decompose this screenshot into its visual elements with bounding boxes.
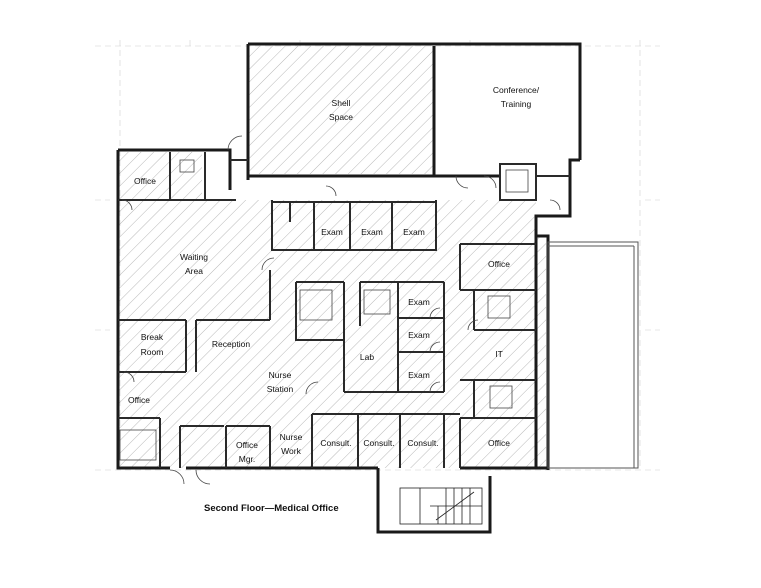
- room-nurse-work-line1: Nurse: [280, 432, 303, 442]
- room-consult-3: Consult.: [407, 438, 438, 448]
- room-office-mgr-line1: Office: [236, 440, 258, 450]
- fixtures: [119, 159, 529, 461]
- room-office-mgr-line2: Mgr.: [239, 454, 256, 464]
- room-break-line2: Room: [141, 347, 164, 357]
- room-waiting-line1: Waiting: [180, 252, 208, 262]
- room-office-right-bottom: Office: [488, 438, 510, 448]
- room-break-line1: Break: [141, 332, 164, 342]
- building-walls: [116, 42, 582, 534]
- room-consult-2: Consult.: [363, 438, 394, 448]
- room-office-top-left: Office: [134, 176, 156, 186]
- interior-walls: [118, 152, 570, 468]
- exterior-right: [547, 241, 639, 469]
- room-lab: Lab: [360, 352, 374, 362]
- room-nurse-station-line1: Nurse: [269, 370, 292, 380]
- room-reception: Reception: [212, 339, 251, 349]
- room-consult-1: Consult.: [320, 438, 351, 448]
- room-exam-5: Exam: [408, 330, 430, 340]
- room-exam-4: Exam: [408, 297, 430, 307]
- room-shell-space-line2: Space: [329, 112, 353, 122]
- room-it: IT: [495, 349, 503, 359]
- stair: [399, 487, 483, 525]
- room-exam-1: Exam: [321, 227, 343, 237]
- room-exam-3: Exam: [403, 227, 425, 237]
- room-shell-space-line1: Shell: [332, 98, 351, 108]
- room-nurse-work-line2: Work: [281, 446, 301, 456]
- room-waiting-line2: Area: [185, 266, 203, 276]
- plan-caption: Second Floor—Medical Office: [204, 503, 339, 514]
- room-exam-2: Exam: [361, 227, 383, 237]
- room-office-left: Office: [128, 395, 150, 405]
- room-conference-line1: Conference/: [493, 85, 540, 95]
- room-conference-line2: Training: [501, 99, 532, 109]
- room-office-right-top: Office: [488, 259, 510, 269]
- room-nurse-station-line2: Station: [267, 384, 294, 394]
- room-labels: Shell Space Conference/ Training Office …: [128, 85, 540, 464]
- room-exam-6: Exam: [408, 370, 430, 380]
- door-swings: [121, 135, 561, 485]
